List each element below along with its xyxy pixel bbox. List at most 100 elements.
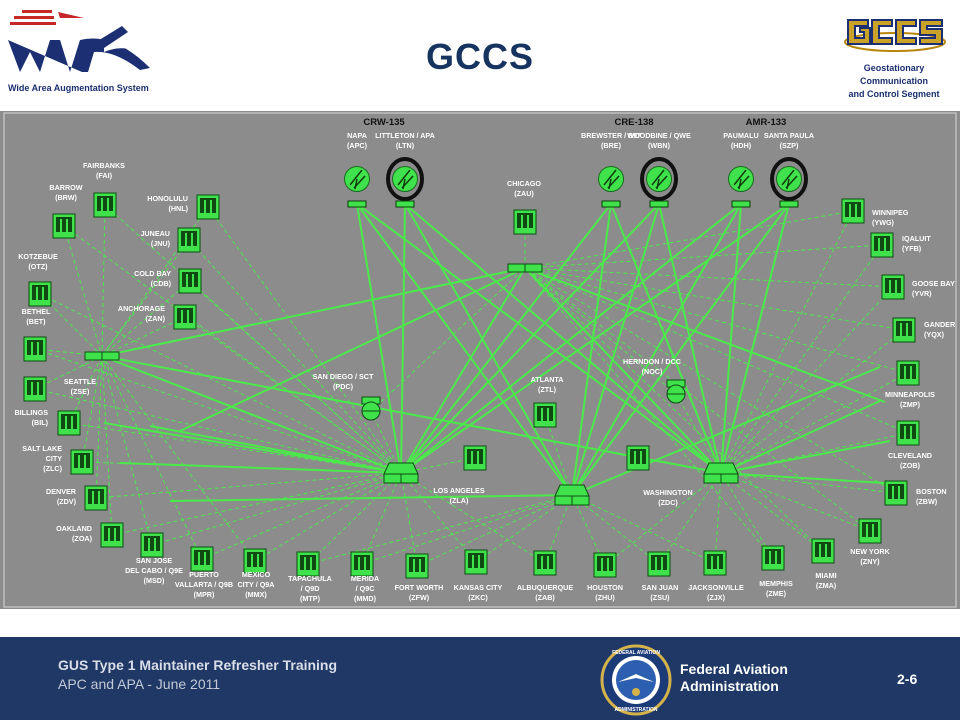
site-label: / Q9C — [356, 584, 375, 593]
site-zoa-icon[interactable] — [100, 522, 124, 548]
faa-seal-icon: FEDERAL AVIATION ADMINISTRATION — [600, 644, 672, 716]
uplink-antenna-icon — [728, 166, 754, 208]
dashed-link — [254, 472, 402, 562]
site-mpr-icon[interactable] — [190, 546, 214, 572]
dashed-link — [524, 267, 824, 552]
dashed-link — [101, 355, 113, 536]
site-msd-icon[interactable] — [140, 532, 164, 558]
site-zan-icon[interactable] — [173, 304, 197, 330]
dashed-link — [720, 244, 883, 474]
site-label: PUERTO — [189, 570, 219, 579]
site-label: KANSAS CITY — [454, 583, 503, 592]
dashed-link — [101, 355, 256, 562]
control-center-label: HERNDON / DCC — [623, 357, 681, 366]
site-zfw-icon[interactable] — [405, 553, 429, 579]
site-yvr-icon[interactable] — [881, 274, 905, 300]
site-zdc-icon[interactable] — [626, 445, 650, 471]
network-link — [400, 267, 526, 474]
network-link — [720, 203, 742, 474]
site-label: (ZJX) — [707, 593, 726, 602]
site-label: (YWG) — [872, 218, 895, 227]
network-link — [571, 366, 881, 496]
site-label: SEATTLE — [64, 377, 96, 386]
site-label: (ZLC) — [43, 464, 62, 473]
dashed-link — [604, 472, 722, 566]
site-label: (MMD) — [354, 594, 377, 603]
network-link — [400, 203, 406, 474]
dashed-link — [524, 267, 909, 374]
site-fai-icon[interactable] — [93, 192, 117, 218]
uplink-label: (HDH) — [731, 141, 752, 150]
dashed-link — [524, 267, 897, 494]
site-zkc-icon[interactable] — [464, 549, 488, 575]
site-zab-icon[interactable] — [533, 550, 557, 576]
site-zsu-icon[interactable] — [647, 551, 671, 577]
dashed-link — [307, 472, 402, 565]
uplink-antenna-icon — [640, 157, 678, 208]
dashed-link — [720, 472, 774, 559]
agency-name-line: Administration — [680, 678, 779, 694]
site-cdb-icon[interactable] — [178, 268, 202, 294]
site-zny-icon[interactable] — [858, 518, 882, 544]
uplink-label: SANTA PAULA — [764, 131, 814, 140]
site-otz-icon[interactable] — [28, 281, 52, 307]
site-zau-icon[interactable] — [513, 209, 537, 235]
network-link — [571, 203, 660, 496]
site-label: (MTP) — [300, 594, 321, 603]
waas-caption: Wide Area Augmentation System — [8, 83, 149, 93]
dashed-link — [524, 267, 905, 331]
agency-name: Federal Aviation Administration — [680, 661, 788, 695]
site-label: KOTZEBUE — [18, 252, 58, 261]
uplink-label: WOODBINE / QWE — [627, 131, 691, 140]
site-mmx-icon[interactable] — [243, 548, 267, 574]
site-zla-icon[interactable] — [463, 445, 487, 471]
site-zob-icon[interactable] — [896, 420, 920, 446]
site-label: CITY — [46, 454, 63, 463]
site-brw-icon[interactable] — [52, 213, 76, 239]
site-zmp-icon[interactable] — [896, 360, 920, 386]
site-zjx-icon[interactable] — [703, 550, 727, 576]
dashed-link — [201, 472, 402, 560]
site-mtp-icon[interactable] — [296, 551, 320, 577]
site-zme-icon[interactable] — [761, 545, 785, 571]
site-jnu-icon[interactable] — [177, 227, 201, 253]
site-mmd-icon[interactable] — [350, 551, 374, 577]
dashed-link — [720, 286, 894, 474]
site-yfb-icon[interactable] — [870, 232, 894, 258]
site-label: (HNL) — [168, 204, 188, 213]
dashed-link — [720, 432, 909, 474]
site-label: FORT WORTH — [395, 583, 444, 592]
site-label: BOSTON — [916, 487, 947, 496]
site-zma-icon[interactable] — [811, 538, 835, 564]
site-zdv-icon[interactable] — [84, 485, 108, 511]
site-label: (BET) — [26, 317, 46, 326]
page-number: 2-6 — [897, 671, 918, 687]
footer-bar — [0, 637, 960, 720]
network-link — [571, 203, 790, 496]
dashed-link — [400, 472, 477, 563]
site-zbw-icon[interactable] — [884, 480, 908, 506]
svg-text:FEDERAL AVIATION: FEDERAL AVIATION — [612, 650, 660, 656]
site-hnl-icon[interactable] — [196, 194, 220, 220]
site-yqx-icon[interactable] — [892, 317, 916, 343]
site-zlc-icon[interactable] — [70, 449, 94, 475]
site-bet-icon[interactable] — [23, 336, 47, 362]
control-center-label: (PDC) — [333, 382, 354, 391]
site-label: FAIRBANKS — [83, 161, 125, 170]
site-label: (ZSU) — [650, 593, 670, 602]
site-zhu-icon[interactable] — [593, 552, 617, 578]
site-ywg-icon[interactable] — [841, 198, 865, 224]
uplink-label: BREWSTER / S97 — [581, 131, 641, 140]
hub-zse-router-icon — [84, 351, 120, 361]
network-link — [356, 203, 722, 474]
site-zse-icon[interactable] — [23, 376, 47, 402]
site-label: IQALUIT — [902, 234, 931, 243]
dashed-link — [95, 472, 402, 499]
site-ztl-icon[interactable] — [533, 402, 557, 428]
site-bil-icon[interactable] — [57, 410, 81, 436]
dashed-link — [571, 494, 716, 564]
site-label: (ZLA) — [450, 496, 469, 505]
site-label: SAN JOSE — [136, 556, 173, 565]
network-link — [720, 400, 881, 474]
